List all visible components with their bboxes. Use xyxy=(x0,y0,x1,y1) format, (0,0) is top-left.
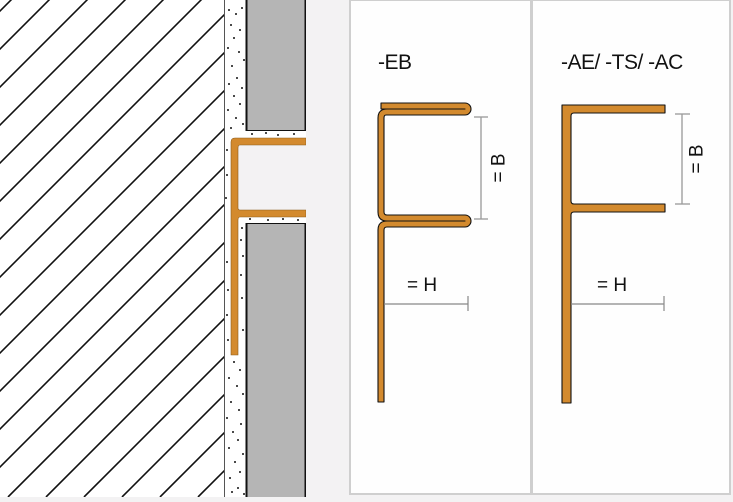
ae-dimension-h xyxy=(571,296,665,311)
panel-eb-title: -EB xyxy=(378,51,412,74)
eb-dimension-b-label: = B xyxy=(488,153,510,183)
ae-dimension-h-label: = H xyxy=(597,275,628,296)
panel-ae-ts-ac-title: -AE/ -TS/ -AC xyxy=(561,51,683,74)
installed-profile xyxy=(230,137,307,356)
joint-gap xyxy=(238,145,306,210)
eb-dimension-b xyxy=(474,116,488,220)
ae-dimension-b xyxy=(675,113,690,205)
substrate-wall xyxy=(0,0,225,497)
ae-ts-ac-profile xyxy=(561,104,666,404)
ae-dimension-b-label: = B xyxy=(686,144,708,174)
lower-tile xyxy=(245,223,307,497)
eb-dimension-h xyxy=(384,296,469,311)
eb-dimension-h-label: = H xyxy=(407,275,438,296)
upper-tile xyxy=(245,0,307,131)
eb-profile xyxy=(377,102,472,403)
